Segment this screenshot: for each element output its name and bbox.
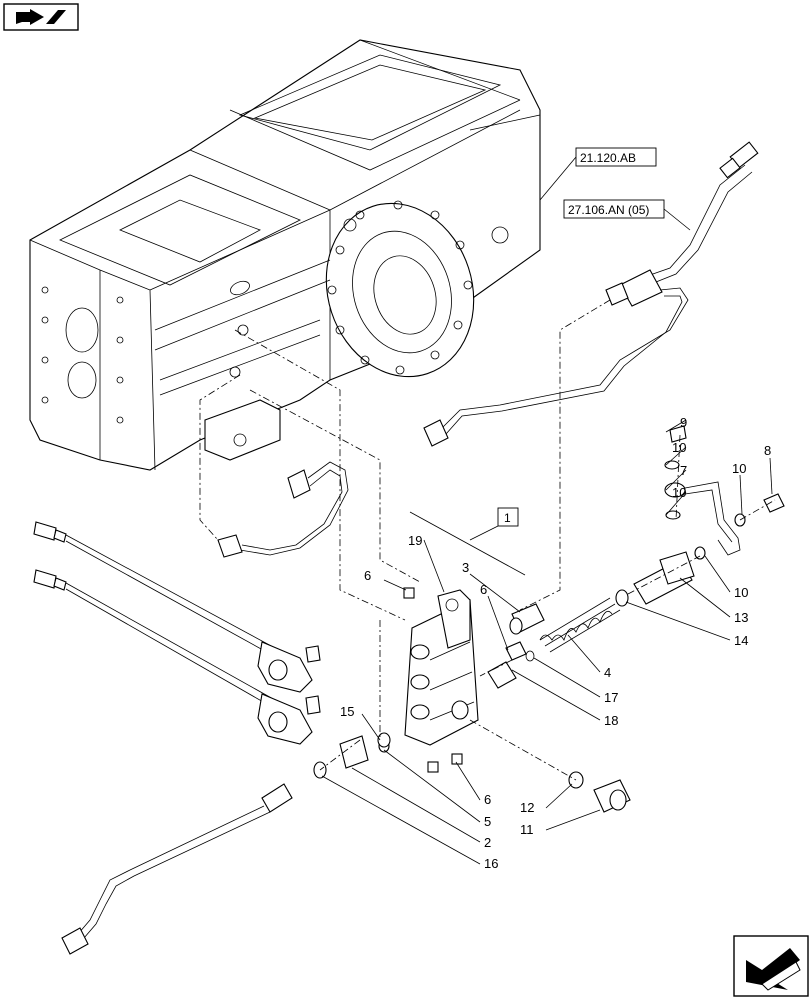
group-box-1[interactable]: 1 (409, 507, 526, 576)
callout-3[interactable]: 3 (462, 560, 469, 575)
solenoid-harness-lower (33, 569, 321, 745)
callout-11[interactable]: 11 (520, 822, 534, 837)
callout-numbers: 9 10 7 10 8 10 10 13 14 4 17 18 19 3 6 6… (340, 415, 771, 871)
ref-21120-label: 21.120.AB (580, 151, 636, 165)
callout-13[interactable]: 13 (734, 610, 748, 625)
return-pipe (61, 783, 293, 955)
hose-assembly (217, 461, 349, 558)
callout-19[interactable]: 19 (408, 533, 422, 548)
transmission-housing (29, 39, 541, 471)
callout-16[interactable]: 16 (484, 856, 498, 871)
ref-27106-label: 27.106.AN (05) (568, 203, 649, 217)
ref-box-21120[interactable]: 21.120.AB (539, 147, 657, 201)
callout-6c[interactable]: 6 (484, 792, 491, 807)
callout-17[interactable]: 17 (604, 690, 618, 705)
valve-block (403, 587, 479, 746)
callout-5[interactable]: 5 (484, 814, 491, 829)
next-page-arrow-icon[interactable] (733, 935, 809, 997)
group-1-label: 1 (504, 511, 511, 525)
callout-10b[interactable]: 10 (672, 485, 686, 500)
supply-pipe (423, 141, 759, 447)
valve-components (313, 425, 785, 813)
callout-15[interactable]: 15 (340, 704, 354, 719)
solenoid-harness-upper (33, 521, 321, 693)
callout-10c[interactable]: 10 (732, 461, 746, 476)
callout-2[interactable]: 2 (484, 835, 491, 850)
callout-4[interactable]: 4 (604, 665, 611, 680)
callout-6b[interactable]: 6 (364, 568, 371, 583)
ref-box-27106[interactable]: 27.106.AN (05) (563, 199, 691, 231)
callout-10a[interactable]: 10 (672, 440, 686, 455)
callout-18[interactable]: 18 (604, 713, 618, 728)
callout-14[interactable]: 14 (734, 633, 748, 648)
callout-7[interactable]: 7 (680, 463, 687, 478)
alignment-lines (199, 299, 776, 781)
callout-12[interactable]: 12 (520, 800, 534, 815)
book-arrow-icon[interactable] (3, 3, 79, 31)
callout-6a[interactable]: 6 (480, 582, 487, 597)
callout-10d[interactable]: 10 (734, 585, 748, 600)
leader-lines (321, 419, 773, 865)
callout-8[interactable]: 8 (764, 443, 771, 458)
callout-9[interactable]: 9 (680, 415, 687, 430)
